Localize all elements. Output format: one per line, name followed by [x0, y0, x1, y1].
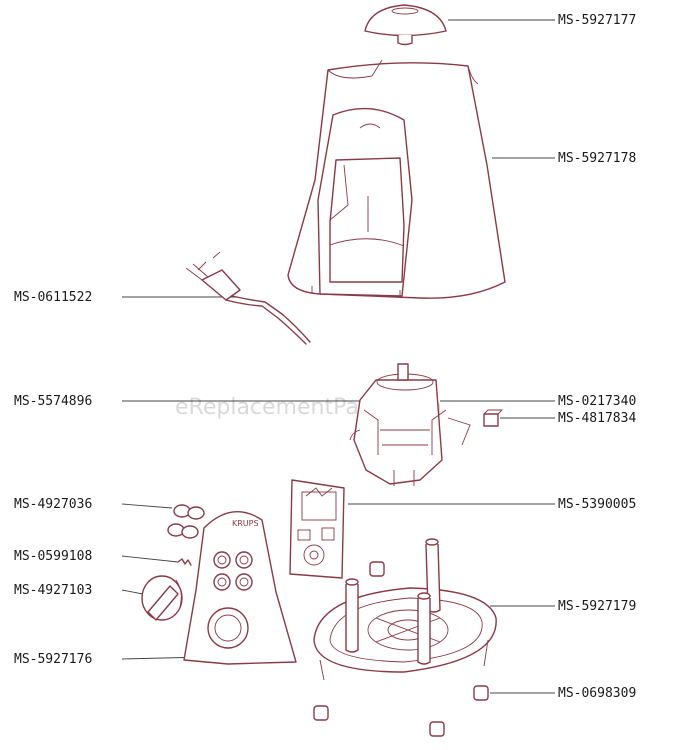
callout-ms-0698309: MS-0698309: [558, 686, 636, 701]
speed-knob: [141, 575, 183, 621]
callout-ms-4817834: MS-4817834: [558, 411, 636, 426]
callout-ms-0599108: MS-0599108: [14, 549, 92, 564]
callout-labels: MS-5927177 MS-5927178 MS-0611522 MS-5574…: [14, 13, 636, 701]
circuit-board: [289, 479, 345, 579]
callout-ms-0611522: MS-0611522: [14, 290, 92, 305]
main-housing: [287, 59, 506, 299]
callout-ms-5927176: MS-5927176: [14, 652, 92, 667]
feet: [313, 561, 489, 737]
motor: [349, 363, 471, 486]
button-set: [167, 504, 205, 539]
callout-ms-5574896: MS-5574896: [14, 394, 92, 409]
callout-ms-5927178: MS-5927178: [558, 151, 636, 166]
callout-ms-5927179: MS-5927179: [558, 599, 636, 614]
control-panel: KRUPS: [183, 511, 297, 665]
leader-0599108: [121, 555, 179, 563]
spring: [177, 558, 192, 566]
callout-ms-5390005: MS-5390005: [558, 497, 636, 512]
leader-lines: [121, 19, 555, 694]
callout-ms-0217340: MS-0217340: [558, 394, 636, 409]
krups-logo: KRUPS: [232, 519, 259, 528]
carbon-brush: [483, 409, 504, 427]
callout-ms-5927177: MS-5927177: [558, 13, 636, 28]
top-cap: [364, 4, 447, 46]
callout-ms-4927036: MS-4927036: [14, 497, 92, 512]
callout-ms-4927103: MS-4927103: [14, 583, 92, 598]
power-cord: [185, 251, 311, 345]
base: [313, 538, 497, 681]
leader-4927036: [121, 503, 173, 509]
